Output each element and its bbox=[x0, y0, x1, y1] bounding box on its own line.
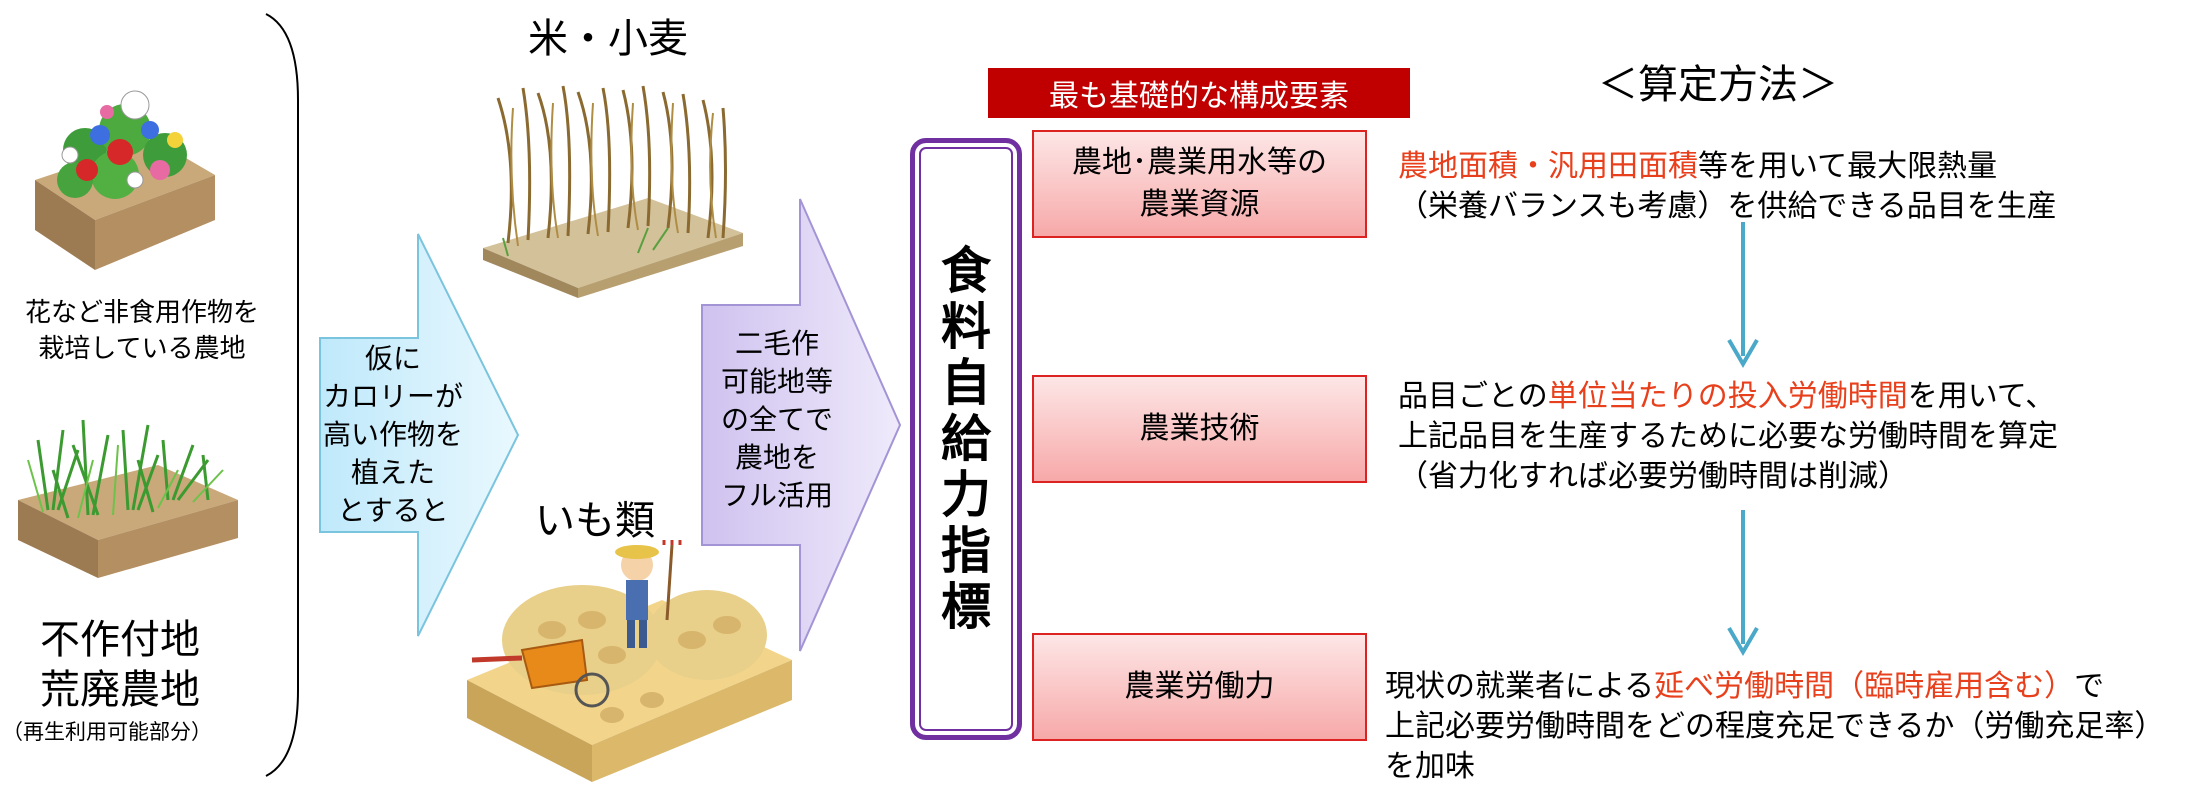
method-technology-line2: 上記品目を生産するために必要な労働時間を算定 bbox=[1398, 419, 2058, 454]
food-self-sufficiency-index-box: 食 料 自 給 力 指 標 bbox=[910, 138, 1022, 740]
full-utilization-line3: の全てで bbox=[720, 403, 833, 436]
assumption-line4: 植えた bbox=[350, 456, 435, 489]
agricultural-resources-line2: 農業資源 bbox=[1139, 187, 1260, 222]
method-technology-highlight: 単位当たりの投入労働時間 bbox=[1547, 379, 1908, 414]
index-char-2: 料 bbox=[941, 298, 991, 356]
method-labor-line2: 上記必要労働時間をどの程度充足できるか（労働充足率） bbox=[1385, 709, 2165, 744]
abandoned-field-illustration bbox=[18, 419, 238, 578]
grain-field-illustration bbox=[483, 85, 743, 298]
crop-field-caption-line2: 栽培している農地 bbox=[38, 334, 246, 364]
abandoned-land-caption-line1: 不作付地 bbox=[40, 617, 200, 663]
method-technology-post: を用いて、 bbox=[1907, 379, 2056, 414]
grain-label: 米・小麦 bbox=[528, 16, 688, 62]
crop-field-caption: 花など非食用作物を 栽培している農地 bbox=[8, 295, 276, 367]
abandoned-land-caption-line2: 荒廃農地 bbox=[40, 667, 200, 713]
potato-label: いも類 bbox=[535, 498, 655, 544]
assumption-arrow-text: 仮に カロリーが 高い作物を 植えた とすると bbox=[318, 340, 468, 530]
components-header: 最も基礎的な構成要素 bbox=[988, 68, 1410, 118]
agricultural-resources-line1: 農地･農業用水等の bbox=[1072, 145, 1327, 180]
index-char-5: 力 bbox=[941, 466, 991, 524]
method-technology: 品目ごとの単位当たりの投入労働時間を用いて、 上記品目を生産するために必要な労働… bbox=[1398, 377, 2058, 497]
crop-field-caption-line1: 花など非食用作物を bbox=[24, 298, 259, 328]
method-labor-post: で bbox=[2074, 669, 2105, 704]
method-resources-line1-rest: 等を用いて最大限熱量 bbox=[1698, 149, 1998, 184]
assumption-arrow bbox=[319, 233, 520, 637]
flow-arrow-2 bbox=[1727, 510, 1759, 656]
method-labor-highlight: 延べ労働時間（臨時雇用含む） bbox=[1654, 669, 2075, 704]
assumption-line5: とすると bbox=[337, 494, 449, 527]
index-char-7: 標 bbox=[941, 578, 991, 636]
flow-arrow-1 bbox=[1727, 222, 1759, 368]
method-resources-highlight: 農地面積・汎用田面積 bbox=[1398, 149, 1698, 184]
potato-farmer-illustration bbox=[467, 540, 792, 782]
agricultural-labor-box: 農業労働力 bbox=[1032, 633, 1367, 741]
flower-field-illustration bbox=[35, 90, 215, 270]
agricultural-resources-box: 農地･農業用水等の 農業資源 bbox=[1032, 130, 1367, 238]
agricultural-technology-box: 農業技術 bbox=[1032, 375, 1367, 483]
method-resources-line2: （栄養バランスも考慮）を供給できる品目を生産 bbox=[1398, 189, 2057, 224]
method-resources: 農地面積・汎用田面積等を用いて最大限熱量 （栄養バランスも考慮）を供給できる品目… bbox=[1398, 147, 2057, 227]
method-labor-pre: 現状の就業者による bbox=[1385, 669, 1655, 704]
index-char-4: 給 bbox=[941, 410, 991, 468]
full-utilization-line2: 可能地等 bbox=[720, 365, 833, 398]
index-char-6: 指 bbox=[941, 522, 991, 580]
full-utilization-line5: フル活用 bbox=[720, 479, 833, 512]
full-utilization-arrow bbox=[701, 198, 902, 652]
method-labor-line3: を加味 bbox=[1385, 749, 1475, 784]
full-utilization-line1: 二毛作 bbox=[734, 327, 819, 360]
index-char-3: 自 bbox=[941, 354, 991, 412]
assumption-line1: 仮に bbox=[364, 342, 421, 375]
abandoned-land-note: （再生利用可能部分） bbox=[2, 720, 212, 744]
index-title: 食 料 自 給 力 指 標 bbox=[941, 243, 991, 635]
assumption-line2: カロリーが bbox=[322, 380, 463, 413]
full-utilization-line4: 農地を bbox=[734, 441, 819, 474]
method-technology-pre: 品目ごとの bbox=[1398, 379, 1548, 414]
index-char-1: 食 bbox=[941, 242, 991, 300]
method-technology-line3: （省力化すれば必要労働時間は削減） bbox=[1398, 459, 1908, 494]
abandoned-land-caption: 不作付地 荒廃農地 bbox=[15, 615, 225, 715]
grouping-bracket bbox=[265, 13, 299, 777]
full-utilization-arrow-text: 二毛作 可能地等 の全てで 農地を フル活用 bbox=[702, 325, 852, 515]
method-title: ＜算定方法＞ bbox=[1598, 62, 1838, 108]
method-labor: 現状の就業者による延べ労働時間（臨時雇用含む）で 上記必要労働時間をどの程度充足… bbox=[1385, 667, 2164, 787]
assumption-line3: 高い作物を bbox=[322, 418, 463, 451]
